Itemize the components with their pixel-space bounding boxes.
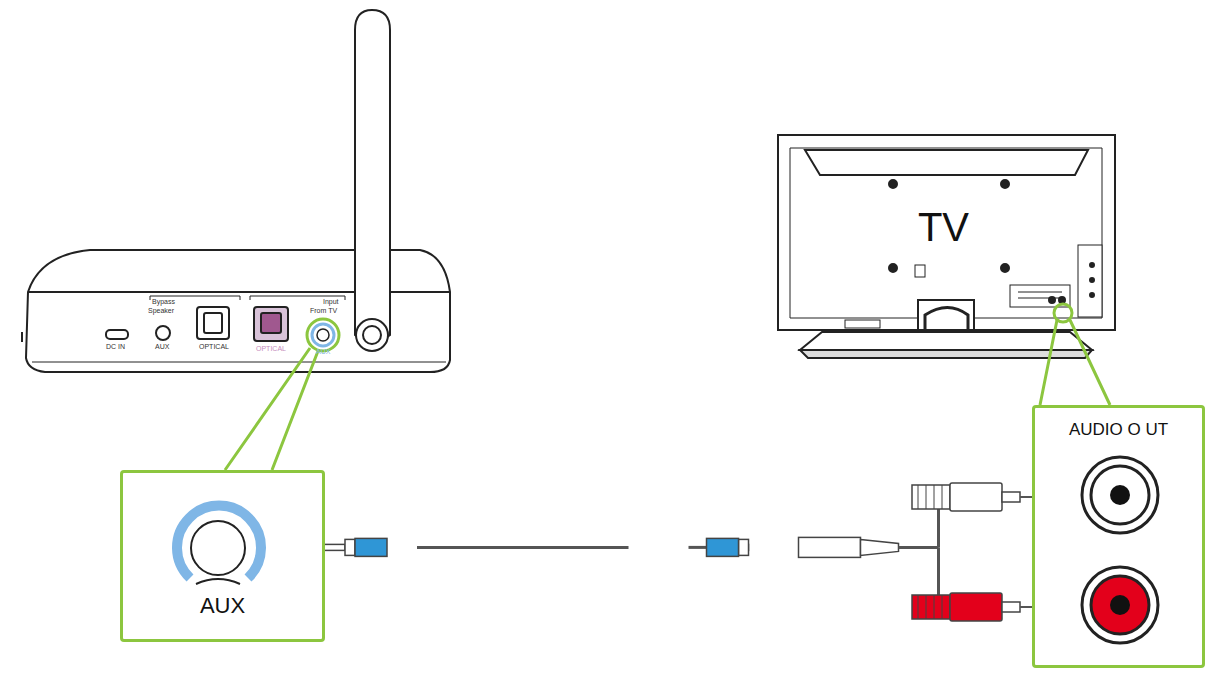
tv-label: TV: [918, 205, 969, 250]
jack-icon: [1032, 405, 1205, 668]
rca-ring: [1091, 576, 1149, 634]
rca-pin: [1110, 595, 1130, 615]
callout-box: AUX: [120, 470, 325, 642]
port-label: Speaker: [148, 307, 174, 314]
transmitter: [22, 10, 450, 372]
aux-arc: [196, 579, 240, 584]
aux-ring: [177, 506, 261, 578]
tv-node: TV: [778, 135, 1115, 330]
audio-cable: [305, 483, 1032, 621]
port-label: AUX: [200, 593, 245, 619]
port-label: OPTICAL: [199, 343, 229, 350]
callout-box: AUDIO O UT: [1032, 405, 1205, 668]
rca-pin: [1110, 485, 1130, 505]
port-label: DC IN: [106, 343, 125, 350]
port-label: Bypass: [152, 298, 175, 305]
port-label: AUX: [316, 348, 330, 355]
rca-jack: [1082, 457, 1158, 533]
port-label: OPTICAL: [256, 345, 286, 352]
tv-back: [778, 135, 1115, 358]
port-label: AUX: [155, 343, 169, 350]
rca-ring: [1091, 466, 1149, 524]
leader-line: [225, 304, 1110, 470]
port-label: From TV: [310, 307, 337, 314]
rca-jack: [1082, 567, 1158, 643]
port-label: AUDIO O UT: [1069, 420, 1168, 440]
port-label: Input: [323, 298, 339, 305]
aux-jack: [191, 521, 245, 575]
